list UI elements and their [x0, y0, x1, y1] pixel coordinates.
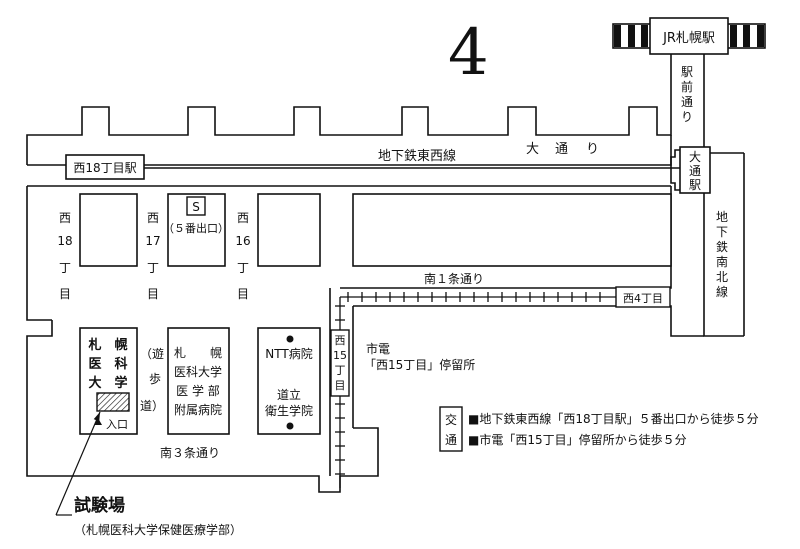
minami3-street-label: 南３条通り — [160, 445, 220, 460]
access-heading-1: 交 — [445, 412, 457, 427]
nanboku-char-1: 地 — [716, 210, 728, 224]
nishi17-char-2: 17 — [145, 234, 160, 248]
triangle-up-icon — [94, 418, 102, 425]
tram-stop-label: 「西15丁目」停留所 — [364, 357, 475, 372]
nishi15-char-2: 15 — [333, 349, 347, 362]
odori-station: 大 通 駅 — [679, 146, 711, 194]
access-line-2: ■市電「西15丁目」停留所から徒歩５分 — [468, 432, 687, 447]
subway-exit-symbol: S — [192, 200, 200, 214]
nishi16-street-label: 西 16 丁 目 — [235, 211, 250, 301]
ntt-hospital-block: NTT病院 道立 衛生学院 — [265, 335, 313, 430]
odori-street-char-2: 通 — [555, 142, 568, 157]
nanboku-char-4: 南 — [716, 254, 728, 269]
nishi15-char-1: 西 — [335, 334, 346, 347]
nishi18-char-2: 18 — [57, 234, 72, 248]
odori-street-char-1: 大 — [526, 142, 539, 157]
ntt-hospital-label: NTT病院 — [265, 346, 312, 361]
tram-title: 市電 — [366, 341, 390, 356]
venue-callout: 試験場 （札幌医科大学保健医療学部） — [55, 411, 242, 537]
nishi16-char-4: 目 — [237, 287, 249, 301]
subway-exit-5: S （５番出口） — [163, 196, 229, 235]
north-arrow-4-icon: 4 — [448, 16, 489, 90]
univ-line-2: 医 科 — [88, 356, 127, 372]
access-heading-2: 通 — [445, 433, 457, 447]
ekimae-char-2: 前 — [681, 79, 693, 94]
nishi15-char-3: 丁 — [335, 364, 346, 377]
univ-line-1: 札 幌 — [87, 337, 127, 353]
nanboku-char-3: 鉄 — [716, 239, 728, 254]
jr-sapporo-station-label: JR札幌駅 — [662, 30, 715, 46]
nishi15-char-4: 目 — [335, 379, 346, 392]
nanboku-char-6: 線 — [716, 284, 728, 299]
venue-title: 試験場 — [74, 495, 125, 516]
promenade-char-3: 道） — [140, 399, 164, 413]
nishi17-char-4: 目 — [147, 287, 159, 301]
entrance-label: 入口 — [106, 418, 128, 431]
hospital-line-1: 札 幌 — [174, 345, 222, 360]
filled-dot-icon — [286, 422, 294, 430]
nishi18-char-1: 西 — [59, 211, 71, 225]
filled-dot-icon — [286, 335, 294, 343]
eisei-line-2: 衛生学院 — [265, 403, 313, 418]
promenade-char-2: 歩 — [149, 371, 161, 386]
nishi16-char-2: 16 — [235, 234, 250, 248]
odori-station-char-2: 通 — [689, 164, 701, 178]
nishi16-char-1: 西 — [237, 211, 249, 225]
odori-station-char-1: 大 — [689, 150, 701, 164]
univ-line-3: 大 学 — [88, 375, 127, 391]
sapporo-medical-university-block: 札 幌 医 科 大 学 入口 — [87, 337, 130, 431]
city-blocks — [79, 193, 672, 435]
nishi16-char-3: 丁 — [237, 261, 249, 275]
nishi4-stop: 西4丁目 — [615, 286, 671, 308]
hospital-line-2: 医科大学 — [174, 364, 222, 379]
subway-tozai-label: 地下鉄東西線 — [378, 148, 456, 164]
nishi18-char-4: 目 — [59, 287, 71, 301]
nanboku-char-5: 北 — [716, 270, 728, 284]
ekimae-char-3: 通 — [681, 95, 693, 109]
access-line-1: ■地下鉄東西線「西18丁目駅」５番出口から徒歩５分 — [468, 411, 759, 426]
subway-exit-label: （５番出口） — [163, 221, 229, 235]
nishi17-char-3: 丁 — [147, 261, 159, 275]
nishi17-char-1: 西 — [147, 211, 159, 225]
hatched-building-icon — [96, 392, 130, 412]
ekimae-char-1: 駅 — [681, 65, 693, 79]
minami1-street-label: 南１条通り — [424, 271, 484, 286]
nishi18-station: 西18丁目駅 — [65, 154, 145, 180]
nishi17-street-label: 西 17 丁 目 — [145, 211, 160, 301]
eisei-line-1: 道立 — [277, 387, 301, 402]
nishi4-stop-label: 西4丁目 — [623, 292, 663, 305]
hospital-line-4: 附属病院 — [174, 402, 222, 417]
odori-station-char-3: 駅 — [689, 178, 701, 192]
jr-station: JR札幌駅 — [612, 17, 766, 55]
nishi18-street-label: 西 18 丁 目 — [57, 211, 72, 301]
nanboku-char-2: 下 — [716, 225, 728, 239]
odori-street-char-3: り — [586, 142, 599, 157]
tram-line — [335, 292, 616, 488]
access-legend: 交 通 ■地下鉄東西線「西18丁目駅」５番出口から徒歩５分 ■市電「西15丁目」… — [439, 406, 759, 452]
nishi15-stop-box: 西 15 丁 目 — [330, 329, 350, 397]
venue-subtitle: （札幌医科大学保健医療学部） — [74, 522, 242, 537]
promenade-char-1: （遊 — [140, 346, 164, 361]
nishi18-char-3: 丁 — [59, 261, 71, 275]
nishi18-station-label: 西18丁目駅 — [73, 161, 136, 175]
university-hospital-block: 札 幌 医科大学 医 学 部 附属病院 — [174, 345, 222, 417]
hospital-line-3: 医 学 部 — [176, 383, 220, 398]
ekimae-char-4: り — [681, 110, 693, 124]
